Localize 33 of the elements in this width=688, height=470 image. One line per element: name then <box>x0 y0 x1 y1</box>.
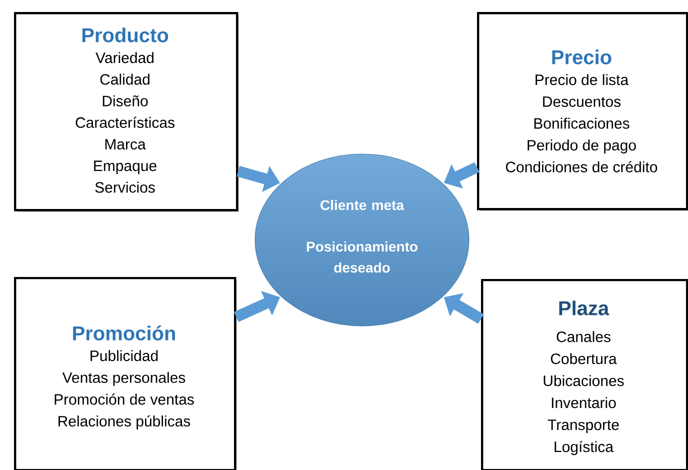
list-item: Relaciones públicas <box>58 415 190 430</box>
box-heading: Promoción <box>73 326 175 340</box>
list-item: Inventario <box>552 397 616 408</box>
list-item: Marca <box>105 139 146 150</box>
list-item: Precio de lista <box>536 74 629 86</box>
list-item: Publicidad <box>90 350 158 362</box>
box <box>14 276 237 470</box>
target-ellipse <box>254 154 470 326</box>
ellipse-text: Cliente meta <box>320 200 404 210</box>
list-item: Empaque <box>94 160 156 174</box>
list-item: Condiciones de crédito <box>506 161 658 172</box>
list-item: Calidad <box>100 74 150 85</box>
ellipse-text: Posicionamiento deseado <box>306 241 418 273</box>
list-item: Servicios <box>95 182 155 193</box>
list-item: Descuentos <box>543 96 621 107</box>
box <box>14 12 239 212</box>
box <box>477 12 688 211</box>
box-heading: Plaza <box>559 300 610 316</box>
list-item: Diseño <box>102 95 148 106</box>
list-item: Ventas personales <box>62 372 186 386</box>
box-heading: Precio <box>552 50 612 64</box>
list-item: Características <box>76 116 174 128</box>
box-heading: Producto <box>82 28 168 42</box>
list-item: Bonificaciones <box>534 118 630 129</box>
list-item: Promoción de ventas <box>54 394 194 405</box>
list-item: Logística <box>554 440 614 456</box>
list-item: Variedad <box>96 52 154 64</box>
list-item: Cobertura <box>550 353 617 364</box>
list-item: Ubicaciones <box>544 375 624 386</box>
list-item: Periodo de pago <box>528 140 636 154</box>
list-item: Canales <box>556 331 610 342</box>
list-item: Transporte <box>548 420 619 434</box>
box <box>481 278 688 470</box>
